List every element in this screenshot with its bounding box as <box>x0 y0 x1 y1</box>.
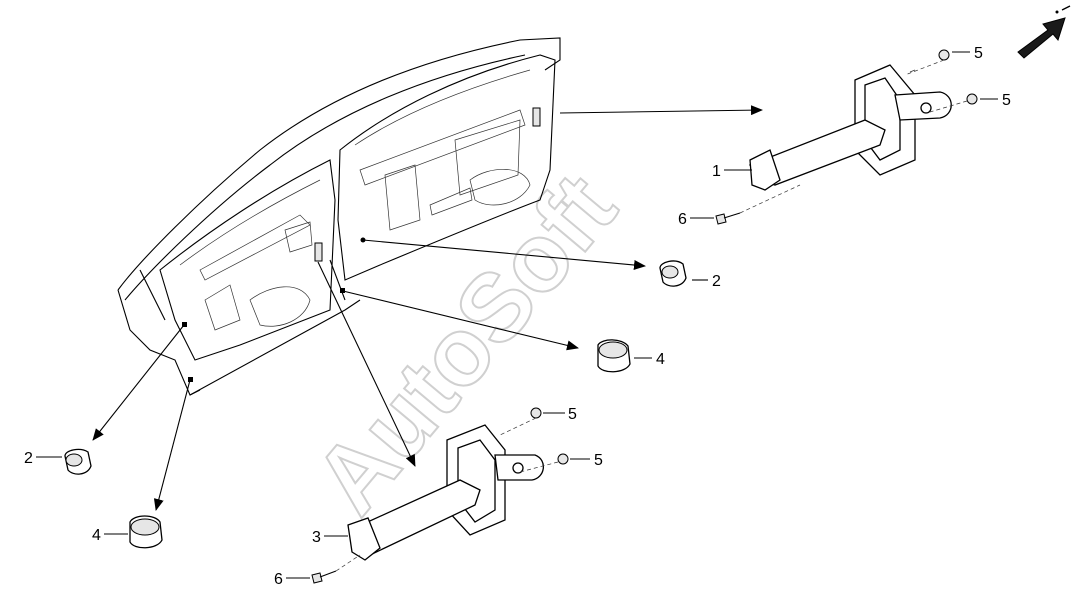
callout-3: 3 <box>312 529 321 546</box>
callout-1: 1 <box>712 163 721 180</box>
nuts-part-5 <box>499 49 978 473</box>
callout-5-lower-b: 5 <box>594 452 603 469</box>
callout-5-upper-a: 5 <box>974 45 983 62</box>
callout-2-right: 2 <box>712 273 721 290</box>
callout-4-left: 4 <box>92 527 101 544</box>
seal-part-4-right <box>597 339 631 373</box>
bumper-part-2-left <box>64 448 92 475</box>
bolts-part-6 <box>311 184 801 584</box>
door-check-lower <box>347 424 544 561</box>
callout-6-upper: 6 <box>678 211 687 228</box>
callout-5-lower-a: 5 <box>568 406 577 423</box>
leader-arrows <box>92 105 763 511</box>
callout-2-left: 2 <box>24 450 33 467</box>
callout-4-right: 4 <box>656 351 665 368</box>
door-check-upper <box>749 64 952 191</box>
direction-arrow-icon <box>1017 5 1071 59</box>
bumper-part-2-right <box>659 260 687 287</box>
seal-part-4-left <box>129 515 163 549</box>
callout-6-lower: 6 <box>274 571 283 588</box>
callout-5-upper-b: 5 <box>1002 92 1011 109</box>
callout-leaders <box>36 51 998 579</box>
car-body-outline <box>117 37 561 396</box>
